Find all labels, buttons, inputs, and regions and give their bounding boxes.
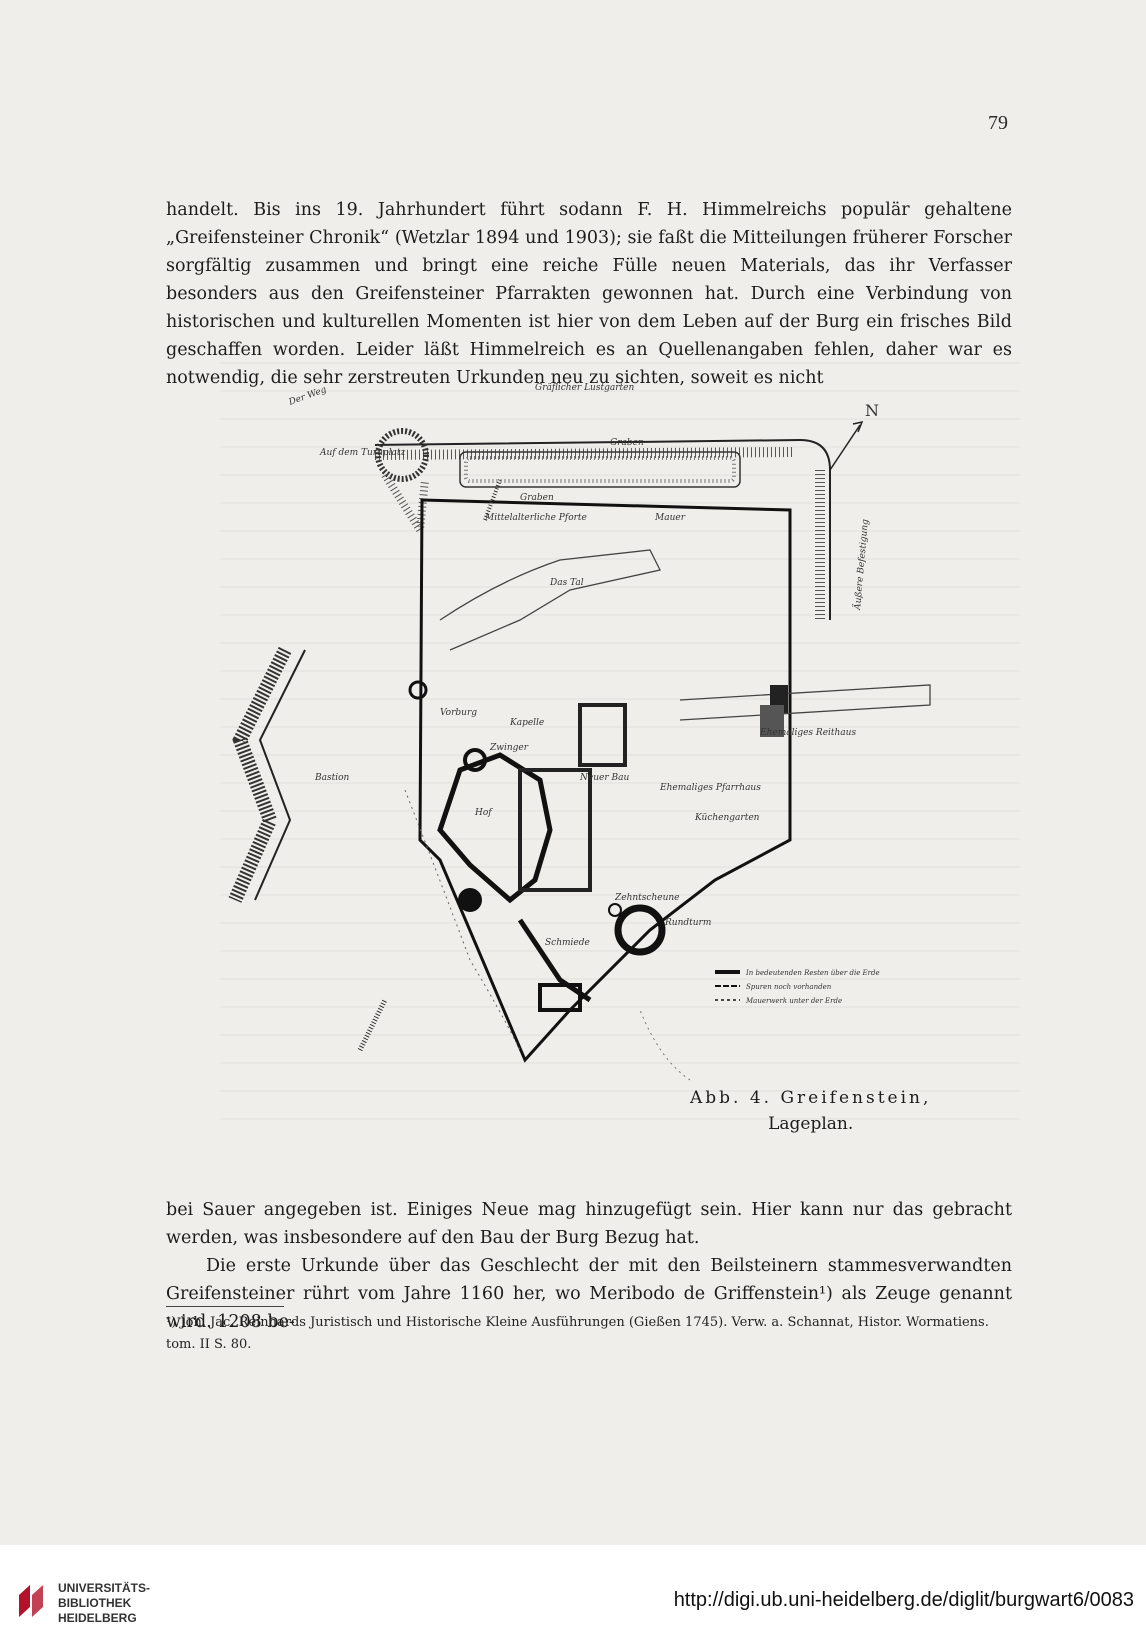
label-vorburg: Vorburg bbox=[440, 708, 477, 718]
logo-line-3: HEIDELBERG bbox=[58, 1611, 137, 1625]
gate-marker-west bbox=[408, 680, 428, 700]
paragraph-top: handelt. Bis ins 19. Jahrhundert führt s… bbox=[166, 200, 1012, 388]
paragraph-next: Die erste Urkunde über das Geschlecht de… bbox=[166, 1256, 1012, 1332]
legend-item-2: Spuren noch vorhanden bbox=[746, 983, 832, 991]
footnote: ¹) Joh. Jac. Reinhards Juristisch und Hi… bbox=[166, 1315, 989, 1352]
rock-outline bbox=[404, 789, 521, 1051]
label-pfarrhaus: Ehemaliges Pfarrhaus bbox=[659, 783, 761, 793]
paragraph-bottom: bei Sauer angegeben ist. Einiges Neue ma… bbox=[166, 1200, 1012, 1248]
figure-caption: Abb. 4. Greifenstein, Lageplan. bbox=[690, 1085, 931, 1137]
left-fortification-edge bbox=[254, 649, 306, 901]
label-rundturm: Rundturm bbox=[664, 918, 711, 928]
moat-outer-line bbox=[374, 438, 831, 620]
label-kapelle: Kapelle bbox=[509, 718, 544, 728]
library-logo-icon[interactable] bbox=[16, 1581, 46, 1621]
north-arrow-shaft bbox=[829, 424, 861, 471]
logo-line-1: UNIVERSITÄTS- bbox=[58, 1581, 151, 1595]
label-weg: Der Weg bbox=[287, 385, 329, 408]
label-tal: Das Tal bbox=[549, 578, 584, 588]
label-kuchengarten: Küchengarten bbox=[694, 813, 760, 823]
left-fortification-band bbox=[228, 646, 292, 903]
label-schmiede: Schmiede bbox=[545, 938, 590, 948]
feather-ornament-1 bbox=[357, 998, 388, 1052]
label-hof: Hof bbox=[474, 808, 493, 818]
label-altmauer: Äußere Befestigung bbox=[851, 518, 871, 611]
label-zehnt: Zehntscheune bbox=[614, 893, 680, 903]
core-castle-wall bbox=[437, 752, 553, 904]
label-graben-inner: Graben bbox=[520, 493, 554, 503]
rock-outline-2 bbox=[639, 1009, 691, 1081]
caption-title: Abb. 4. Greifenstein, bbox=[690, 1088, 932, 1108]
page-number: 79 bbox=[988, 112, 1008, 134]
site-plan-drawing: N Gräflicher Lustgarten Der Weg Graben G… bbox=[228, 383, 931, 1081]
north-label: N bbox=[865, 401, 879, 420]
reithaus-block bbox=[760, 705, 784, 737]
road-upper bbox=[439, 549, 661, 651]
label-graben: Graben bbox=[610, 438, 644, 448]
legend-item-1: In bedeutenden Resten über die Erde bbox=[745, 969, 880, 977]
tower-small-east bbox=[608, 903, 622, 917]
gate-building bbox=[538, 983, 582, 1012]
road-right bbox=[679, 684, 931, 721]
bastion-slope bbox=[381, 472, 429, 542]
label-mauer: Mauer bbox=[654, 513, 686, 523]
inner-moat-hatch bbox=[464, 456, 736, 483]
main-keep-block bbox=[518, 768, 592, 892]
round-tower-large bbox=[614, 904, 666, 956]
label-zwinger: Zwinger bbox=[489, 743, 529, 753]
label-pforte: Mittelalterliche Pforte bbox=[484, 513, 587, 523]
logo-line-2: BIBLIOTHEK bbox=[58, 1596, 132, 1610]
tower-small bbox=[463, 748, 487, 772]
library-logo-text[interactable]: UNIVERSITÄTS- BIBLIOTHEK HEIDELBERG bbox=[58, 1581, 150, 1626]
tower-bastion-sw bbox=[458, 888, 482, 912]
north-arrow-head bbox=[852, 420, 864, 433]
outer-curtain-wall bbox=[418, 498, 792, 1063]
label-neuer-bau: Neuer Bau bbox=[579, 773, 629, 783]
library-footer: UNIVERSITÄTS- BIBLIOTHEK HEIDELBERG http… bbox=[0, 1545, 1146, 1647]
castle-site-plan: N Gräflicher Lustgarten Der Weg Graben G… bbox=[140, 360, 1040, 1160]
bastion-round bbox=[375, 428, 429, 482]
feather-ornament-2 bbox=[483, 479, 502, 521]
label-garten: Gräflicher Lustgarten bbox=[535, 383, 634, 393]
label-reitstall: Ehemaliges Reithaus bbox=[759, 728, 856, 738]
permalink-url[interactable]: http://digi.ub.uni-heidelberg.de/diglit/… bbox=[673, 1589, 1134, 1611]
upper-building bbox=[578, 703, 627, 767]
legend-item-3: Mauerwerk unter der Erde bbox=[745, 997, 842, 1005]
label-eingang: Auf dem Turnplatz bbox=[319, 448, 405, 458]
caption-subtitle: Lageplan. bbox=[768, 1114, 854, 1134]
footnote-divider bbox=[166, 1306, 284, 1307]
inner-gate-wall bbox=[517, 918, 592, 1003]
inner-moat bbox=[459, 451, 741, 488]
label-bastion: Bastion bbox=[314, 773, 350, 783]
scanned-page: 79 handelt. Bis ins 19. Jahrhundert führ… bbox=[0, 0, 1146, 1545]
